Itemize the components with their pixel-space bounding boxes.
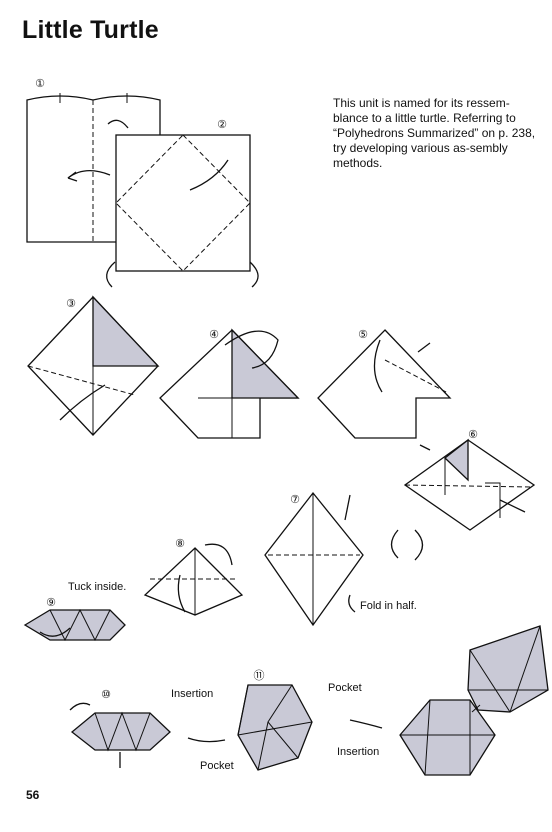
pocket-top-label: Pocket: [328, 682, 362, 694]
step-1-number: ①: [35, 77, 45, 90]
step-11-number: ⑪: [253, 669, 265, 682]
step-10-number: ⑩: [101, 688, 111, 701]
step-4-number: ④: [209, 328, 219, 341]
step-9-shape: [23, 608, 126, 642]
step-2-number: ②: [217, 118, 227, 131]
tuck-inside-label: Tuck inside.: [68, 581, 127, 593]
pocket-bottom-label: Pocket: [200, 760, 234, 772]
intro-paragraph: This unit is named for its ressem-blance…: [333, 96, 536, 170]
step-3-diamond: [27, 295, 160, 436]
step-6-shape: [403, 438, 536, 531]
step-9-number: ⑨: [46, 596, 56, 609]
step-7-number: ⑦: [290, 493, 300, 506]
step-5-number: ⑤: [358, 328, 368, 341]
step-6-number: ⑥: [468, 428, 478, 441]
fold-in-half-label: Fold in half.: [360, 600, 417, 612]
page-number: 56: [26, 788, 40, 802]
insertion-left-label: Insertion: [171, 688, 214, 700]
page-title: Little Turtle: [22, 16, 159, 44]
step-8-number: ⑧: [175, 537, 185, 550]
insertion-right-label: Insertion: [337, 746, 380, 758]
step-10-shape: [69, 702, 226, 768]
step-7-shape: [264, 491, 424, 627]
step-8-shape: [143, 543, 244, 616]
step-3-number: ③: [66, 297, 76, 310]
assembly-shape: [399, 625, 549, 776]
step-4-shape: [159, 328, 300, 439]
step-11-unit: [237, 684, 383, 771]
step-2-square: [106, 134, 259, 288]
step-5-shape: [317, 329, 452, 439]
